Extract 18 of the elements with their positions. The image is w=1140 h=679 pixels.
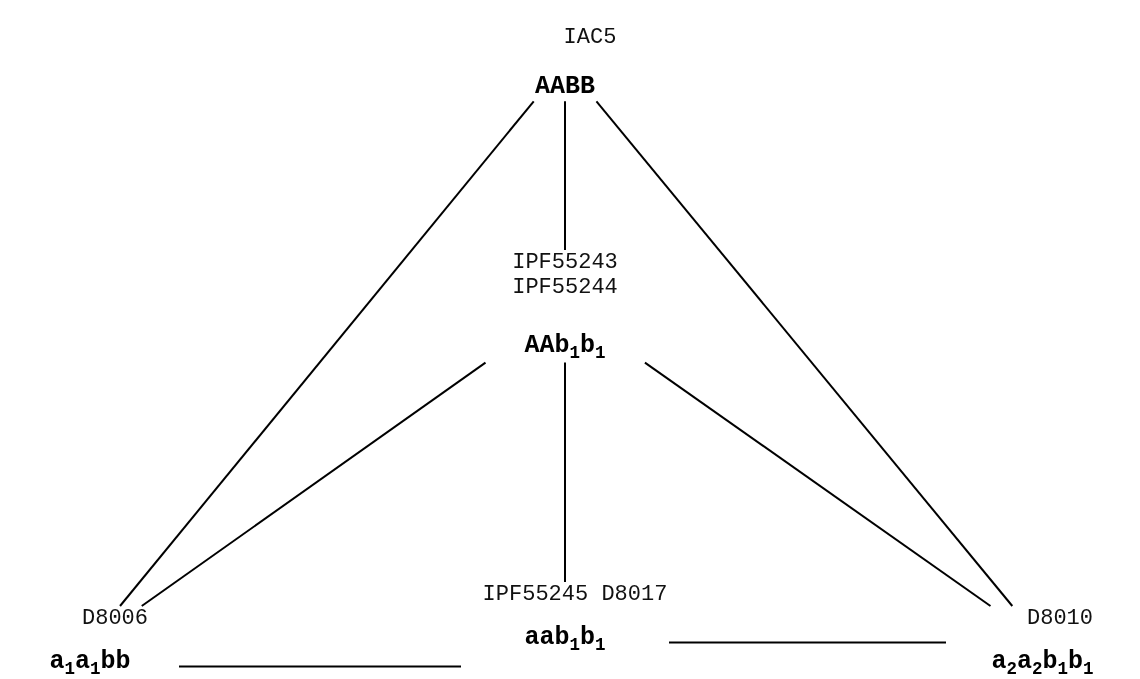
line-name-label: D8006 xyxy=(81,606,149,632)
genotype-label: a$_{2}$a$_{2}$b$_{1}$b$_{1}$ xyxy=(991,647,1094,679)
connector-line xyxy=(119,100,535,607)
genotype-label: a$_{1}$a$_{1}$bb xyxy=(49,647,131,679)
connector-line xyxy=(643,361,992,607)
connector-line xyxy=(564,361,566,583)
connector-line xyxy=(140,361,487,607)
line-name-label: IPF55245 D8017 xyxy=(481,582,669,608)
genotype-label: aab$_{1}$b$_{1}$ xyxy=(524,623,606,656)
line-name-label: D8010 xyxy=(1026,606,1094,632)
genotype-label: AAb$_{1}$b$_{1}$ xyxy=(524,330,606,363)
line-name-label: IAC5 xyxy=(562,25,618,51)
connector-line xyxy=(668,641,947,644)
genotype-label: AABB xyxy=(535,72,595,102)
connector-line xyxy=(178,665,462,668)
connector-line xyxy=(595,100,1014,607)
connector-line xyxy=(564,100,566,251)
line-name-label: IPF55243 IPF55244 xyxy=(511,250,619,301)
